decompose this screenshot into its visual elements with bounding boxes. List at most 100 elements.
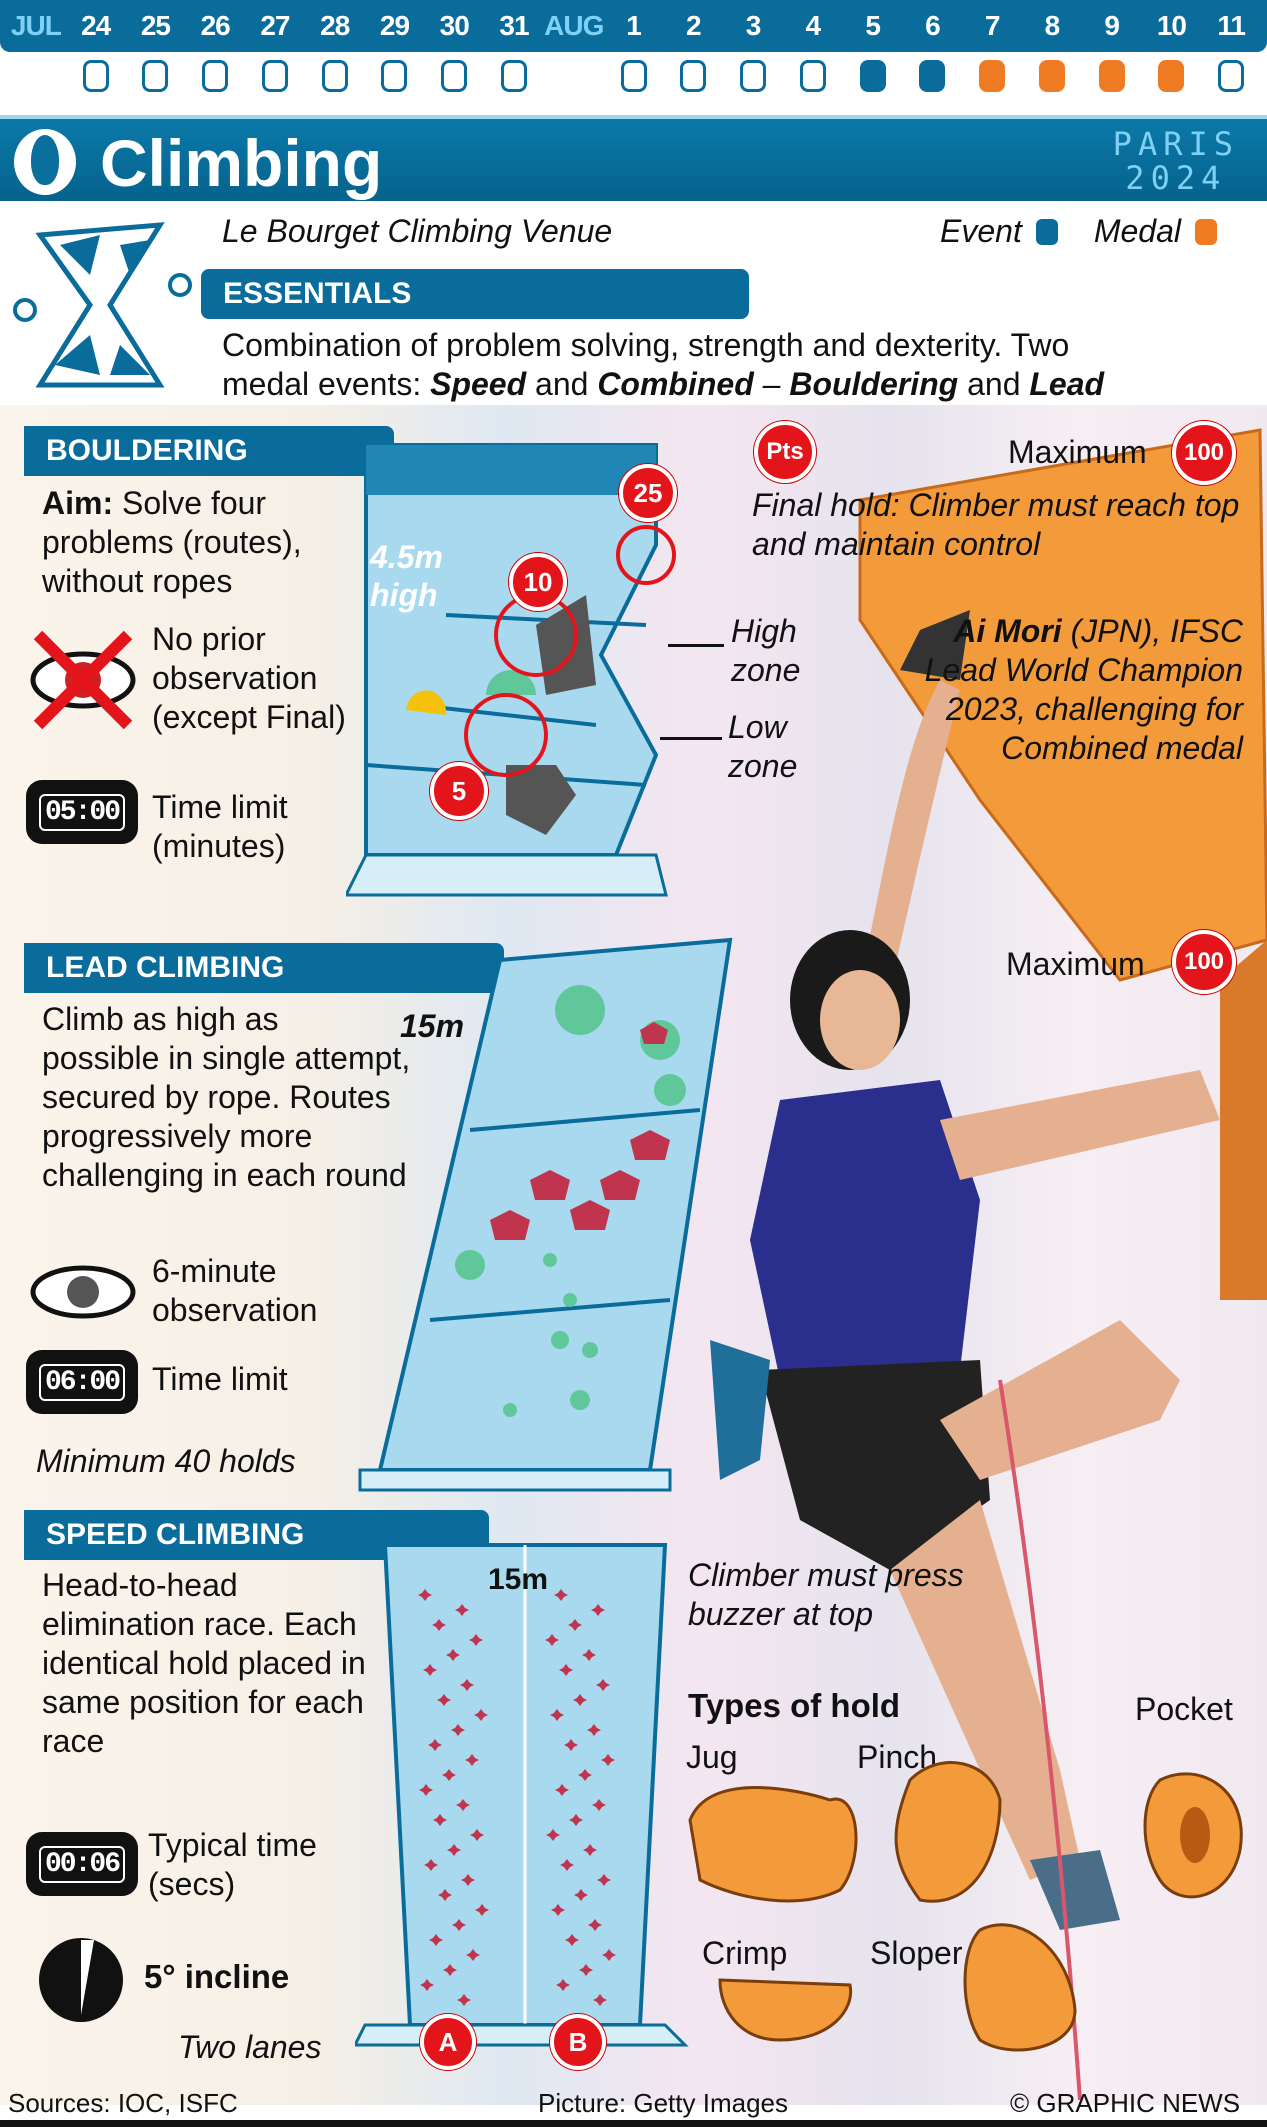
hold-crimp-label: Crimp: [702, 1935, 788, 1971]
event-swatch: [1035, 218, 1058, 245]
date-label: 25: [140, 10, 171, 41]
schedule-marker-empty: [261, 60, 288, 92]
bouldering-maximum-label: Maximum: [1008, 434, 1147, 470]
date-label: 24: [81, 10, 111, 41]
lead-event: Lead: [1029, 366, 1105, 402]
date-label: 29: [379, 10, 410, 41]
schedule-marker-empty: [82, 60, 109, 92]
speed-hold: [465, 1754, 479, 1766]
legend-medal-label: Medal: [1093, 213, 1181, 249]
speed-hold: [591, 1604, 605, 1616]
speed-hold: [423, 1664, 437, 1676]
timer-icon: 06:00: [26, 1350, 138, 1414]
timer-value: 00:06: [38, 1845, 125, 1883]
athlete-name: Ai Mori: [953, 613, 1062, 649]
speed-hold: [457, 1994, 471, 2006]
hold-jug-label: Jug: [686, 1739, 738, 1775]
speed-hold: [565, 1934, 579, 1946]
schedule-marker-medal: [1098, 60, 1125, 92]
speed-hold: [437, 1694, 451, 1706]
speed-hold: [559, 1664, 573, 1676]
low-zone-label: Low zone: [728, 709, 798, 784]
speed-hold: [569, 1814, 583, 1826]
date-label: JUL: [10, 10, 62, 41]
speed-hold: [551, 1904, 565, 1916]
date-label: 10: [1156, 10, 1187, 41]
combined-event: Combined: [597, 366, 754, 402]
speed-hold: [579, 1964, 593, 1976]
speed-hold: [452, 1919, 466, 1931]
date-label: 11: [1217, 10, 1246, 41]
bouldering-wall-height: 4.5m high: [370, 539, 443, 613]
picture-credit: Picture: Getty Images: [538, 2088, 788, 2118]
date-label: AUG: [544, 10, 604, 41]
speed-hold: [560, 1859, 574, 1871]
climber-photo: [710, 428, 1267, 2100]
speed-hold: [428, 1739, 442, 1751]
aim-label: Aim:: [42, 485, 114, 521]
hold-illustrations: [688, 1761, 1243, 2052]
timer-icon: 00:06: [26, 1832, 138, 1896]
speed-hold: [433, 1814, 447, 1826]
speed-hold: [429, 1934, 443, 1946]
lane-b-badge: B: [550, 2014, 606, 2070]
graphic-news-credit: © GRAPHIC NEWS: [1010, 2088, 1241, 2118]
pts-badge: Pts: [754, 421, 816, 483]
speed-wall-height: 15m: [488, 1563, 549, 1596]
jug-hold: [688, 1786, 858, 1903]
speed-hold: [545, 1634, 559, 1646]
t: and: [958, 366, 1030, 402]
speed-event: Speed: [430, 366, 527, 402]
points-badge: 5: [430, 762, 488, 820]
speed-hold: [466, 1949, 480, 1961]
speed-hold: [578, 1769, 592, 1781]
lead-observation: 6-minute observation: [152, 1253, 318, 1328]
speed-hold: [564, 1739, 578, 1751]
date-label: 9: [1104, 10, 1120, 41]
high-zone-label: High zone: [731, 613, 801, 688]
speed-hold: [438, 1889, 452, 1901]
t: medal events:: [222, 366, 431, 402]
bouldering-time-limit: Time limit (minutes): [152, 789, 288, 864]
speed-hold: [573, 1694, 587, 1706]
speed-hold: [420, 1979, 434, 1991]
speed-hold: [470, 1829, 484, 1841]
timer-value: 05:00: [38, 793, 125, 831]
speed-hold: [432, 1619, 446, 1631]
bouldering-aim: Aim: Solve four problems (routes), witho…: [42, 484, 362, 601]
speed-hold: [597, 1874, 611, 1886]
lead-max-badge: 100: [1172, 930, 1236, 994]
lead-time-limit: Time limit: [152, 1361, 288, 1397]
bouldering-event: Bouldering: [789, 366, 959, 402]
observation-eye-icon: [30, 1265, 136, 1319]
speed-hold: [546, 1829, 560, 1841]
brand-line1: PARIS: [1112, 125, 1239, 163]
speed-hold: [446, 1649, 460, 1661]
speed-hold: [568, 1619, 582, 1631]
bouldering-max-badge: 100: [1172, 421, 1236, 485]
speed-hold: [419, 1784, 433, 1796]
schedule-marker-empty: [142, 60, 169, 92]
bottom-rule: [0, 2120, 1267, 2127]
date-label: 8: [1044, 10, 1061, 41]
lead-header: LEAD CLIMBING: [24, 943, 504, 993]
speed-hold: [583, 1844, 597, 1856]
speed-hold: [556, 1979, 570, 1991]
venue-name: Le Bourget Climbing Venue: [222, 213, 613, 249]
speed-hold: [574, 1889, 588, 1901]
date-label: 6: [925, 10, 941, 41]
lead-description-text: Climb as high as possible in single atte…: [42, 1001, 411, 1193]
schedule-marker-empty: [202, 60, 229, 92]
aim-text: Solve four problems (routes), without ro…: [42, 485, 302, 599]
schedule-marker-event: [859, 60, 886, 92]
schedule-marker-empty: [799, 60, 826, 92]
speed-typical-time: Typical time (secs): [148, 1827, 317, 1902]
speed-hold: [601, 1754, 615, 1766]
lead-min-holds: Minimum 40 holds: [36, 1443, 296, 1479]
speed-description: Head-to-head elimination race. Each iden…: [42, 1567, 366, 1759]
crimp-hold: [718, 1978, 853, 2042]
date-label: 26: [200, 10, 231, 41]
schedule-marker-empty: [321, 60, 348, 92]
